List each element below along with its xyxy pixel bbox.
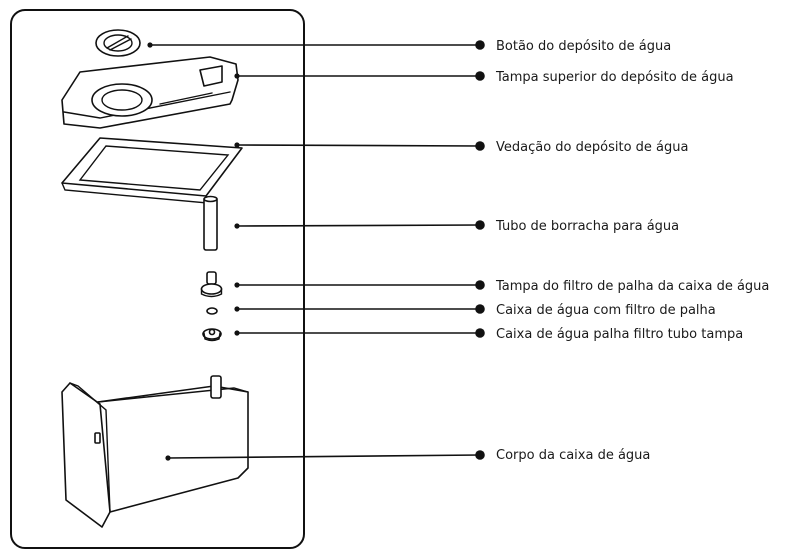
label-filter-cover: Tampa do filtro de palha da caixa de águ… <box>495 279 769 294</box>
leader-start-dot-corpo <box>165 455 171 461</box>
leader-line-tubo <box>236 224 481 227</box>
leader-start-dot-filtro <box>234 306 240 312</box>
leader-end-dot-tampa-filtro <box>475 280 485 290</box>
label-tank-body: Corpo da caixa de água <box>496 448 650 463</box>
leader-end-dot-vedacao <box>475 141 485 151</box>
water-tank-body-illustration <box>61 375 249 528</box>
straw-filter-illustration <box>206 307 218 315</box>
leader-line-vedacao <box>236 144 481 147</box>
leader-end-dot-filtro <box>475 304 485 314</box>
leader-start-dot-tubo <box>234 223 240 229</box>
leader-start-dot-vedacao <box>234 142 240 148</box>
leader-start-dot-tampa-filtro <box>234 282 240 288</box>
water-tank-button-illustration <box>95 29 141 57</box>
leader-end-dot-tampa-superior <box>475 71 485 81</box>
leader-start-dot-botao <box>147 42 153 48</box>
filter-cover-illustration <box>200 271 223 298</box>
leader-line-corpo <box>167 454 481 459</box>
label-tube-cap: Caixa de água palha filtro tubo tampa <box>496 327 743 342</box>
top-cover-illustration <box>61 56 239 129</box>
rubber-tube-illustration <box>203 195 218 251</box>
leader-end-dot-tubo <box>475 220 485 230</box>
leader-start-dot-tampa-superior <box>234 73 240 79</box>
leader-end-dot-tampa-tubo <box>475 328 485 338</box>
tube-cap-illustration <box>202 328 222 342</box>
label-straw-filter: Caixa de água com filtro de palha <box>496 303 716 318</box>
label-water-tank-button: Botão do depósito de água <box>496 39 671 54</box>
parts-frame <box>10 9 305 549</box>
leader-end-dot-botao <box>475 40 485 50</box>
leader-end-dot-corpo <box>475 450 485 460</box>
seal-illustration <box>61 137 243 204</box>
callout-labels: Botão do depósito de água Tampa superior… <box>495 39 769 463</box>
leader-lines <box>147 40 485 461</box>
leader-start-dot-tampa-tubo <box>234 330 240 336</box>
label-seal: Vedação do depósito de água <box>496 140 688 155</box>
label-rubber-tube: Tubo de borracha para água <box>495 219 679 234</box>
label-top-cover: Tampa superior do depósito de água <box>495 70 734 85</box>
